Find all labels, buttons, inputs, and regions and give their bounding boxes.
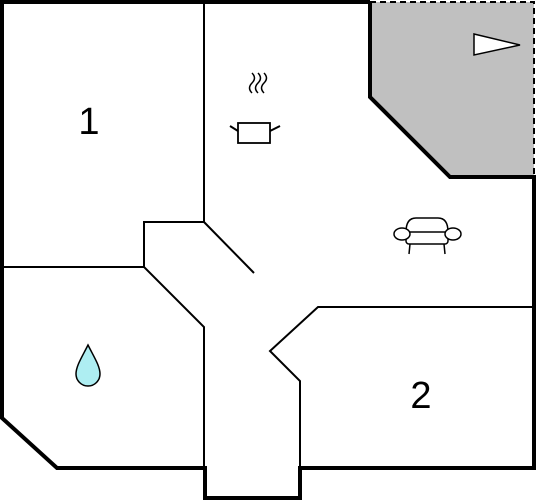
armchair-icon [393, 217, 462, 255]
water-drop-icon [75, 343, 101, 387]
terrace-area [370, 2, 534, 177]
room-1-label: 1 [78, 101, 99, 143]
interior-walls [2, 2, 534, 468]
triangle-flag-icon [473, 33, 521, 56]
terrace-dashed-edge [370, 1, 535, 177]
room-2-label: 2 [410, 375, 431, 417]
cooking-pot-icon [229, 72, 281, 144]
